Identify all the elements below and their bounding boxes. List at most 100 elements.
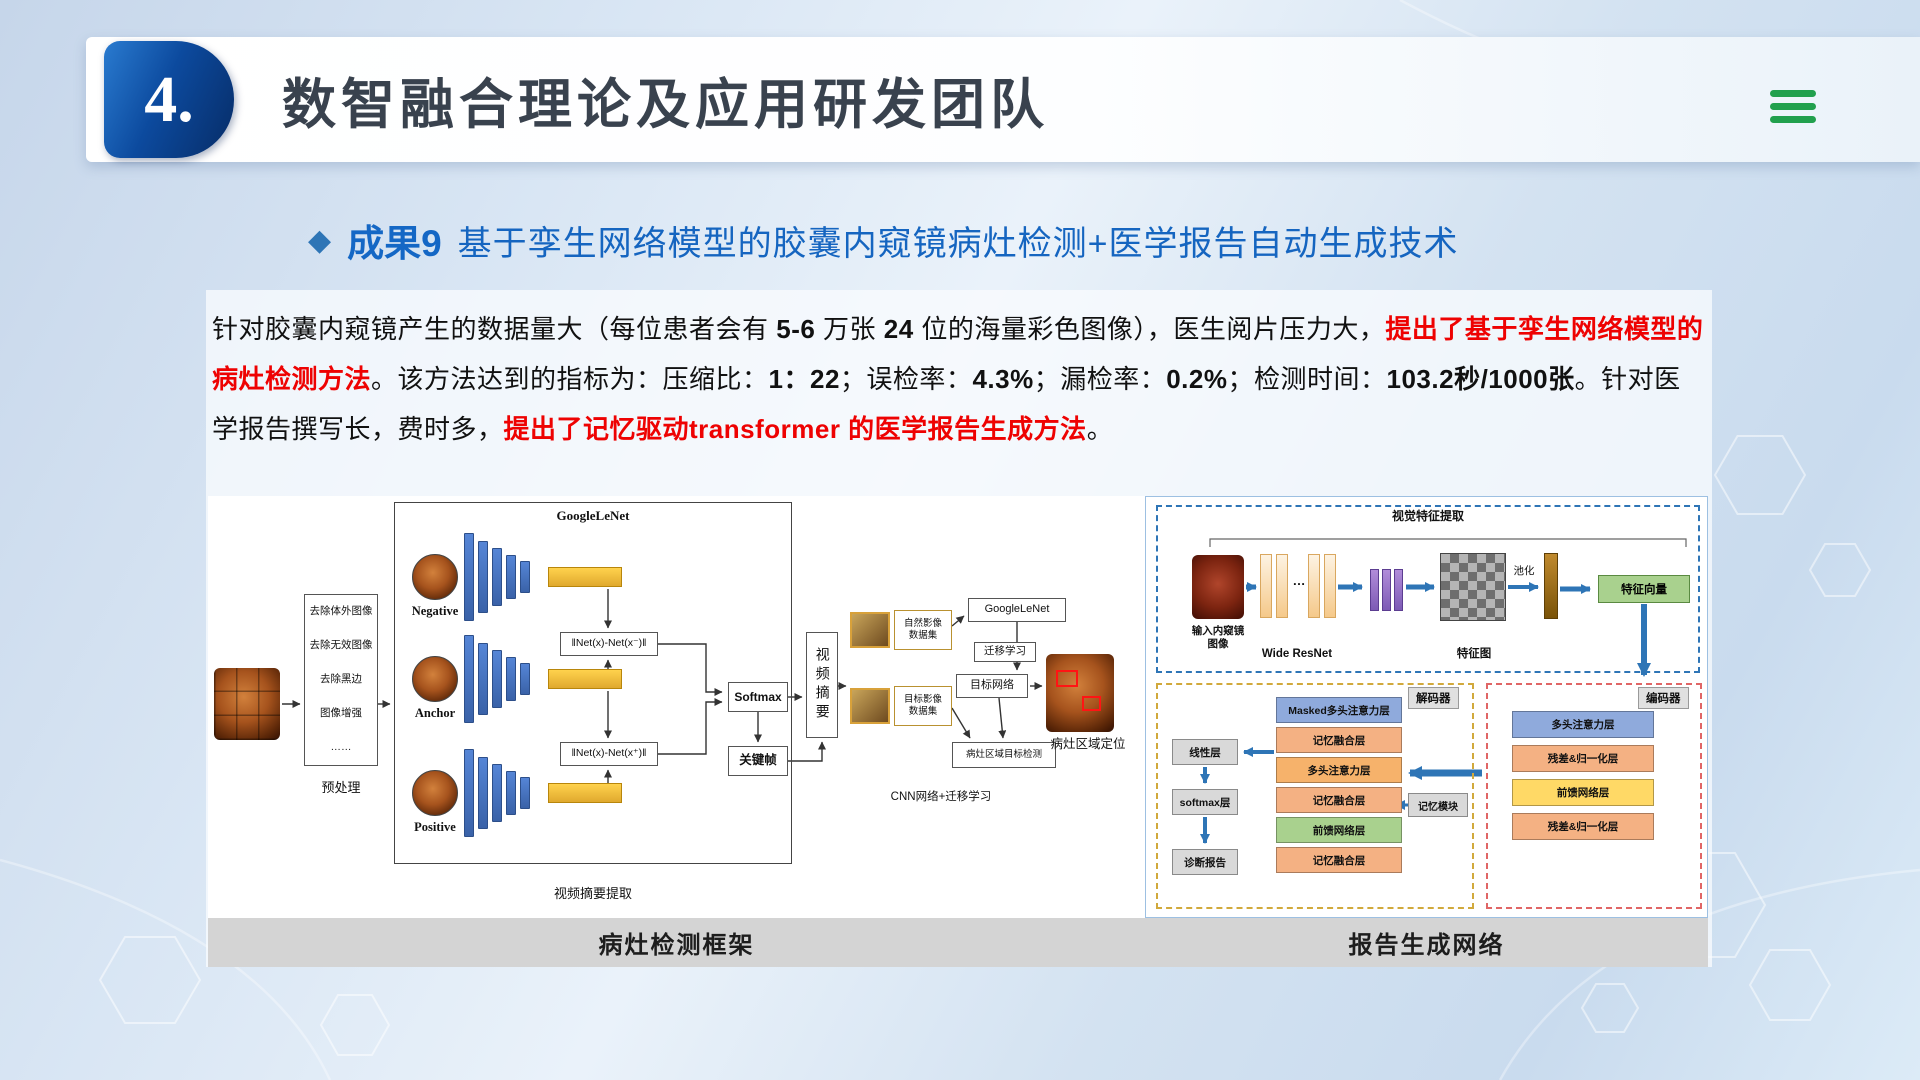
transfer-googlenet-box: GoogleLeNet — [968, 598, 1066, 622]
paragraph-segment: 万张 — [815, 314, 884, 344]
cnn-layer-bar — [506, 657, 516, 701]
paragraph-segment: 103.2秒/1000张 — [1386, 364, 1575, 394]
report-generation-diagram: 视觉特征提取 输入内窥镜 图像 … Wide ResNet 特征图 池化 特征向… — [1145, 496, 1708, 918]
subtitle-text: 基于孪生网络模型的胶囊内窥镜病灶检测+医学报告自动生成技术 — [457, 224, 1459, 263]
cnn-layer-bar — [478, 757, 488, 829]
target-dataset-box: 目标影像 数据集 — [894, 686, 952, 726]
hamburger-menu-icon[interactable] — [1770, 90, 1816, 123]
video-summary-caption: 视频摘要提取 — [553, 886, 632, 901]
encoder-box — [1486, 683, 1702, 909]
paragraph-segment: 1：22 — [768, 364, 840, 394]
natural-image-thumbnail — [850, 612, 890, 648]
decoder-layer: 记忆融合层 — [1276, 727, 1402, 753]
left-figure-caption: 病灶检测框架 — [208, 918, 1145, 967]
cnn-layer-bar — [478, 541, 488, 613]
visual-feature-extraction-box — [1156, 505, 1700, 673]
paragraph-segment: 24 — [883, 314, 914, 344]
feature-layer-slab — [1370, 569, 1379, 611]
menu-bar — [1770, 116, 1816, 123]
keyframe-box: 关键帧 — [728, 746, 788, 776]
preprocess-step: …… — [330, 741, 352, 754]
embedding-vector-box — [548, 567, 622, 587]
softmax-box: Softmax — [728, 682, 788, 712]
encoder-layer: 残差&归一化层 — [1512, 813, 1654, 840]
transfer-learning-box: 迁移学习 — [974, 642, 1036, 662]
paragraph-segment: 0.2% — [1166, 364, 1228, 394]
anchor-label: Anchor — [414, 706, 456, 720]
resnet-layer-slab — [1260, 554, 1272, 618]
paragraph-segment: 。 — [1086, 414, 1114, 444]
preprocess-step: 图像增强 — [320, 707, 362, 720]
lesion-bounding-box — [1056, 670, 1078, 687]
diamond-bullet-icon: ◆ — [308, 223, 332, 257]
lesion-localization-label: 病灶区域定位 — [1050, 737, 1126, 751]
input-endoscopy-image — [214, 668, 280, 740]
resnet-layer-slab — [1276, 554, 1288, 618]
wide-resnet-label: Wide ResNet — [1261, 648, 1333, 660]
achievement-subtitle-row: ◆ 成果9 基于孪生网络模型的胶囊内窥镜病灶检测+医学报告自动生成技术 — [308, 214, 1459, 266]
decoder-layer: 多头注意力层 — [1276, 757, 1402, 783]
googlenet-label: GoogleLeNet — [556, 508, 630, 523]
resnet-layer-slab — [1324, 554, 1336, 618]
preprocess-label: 预处理 — [321, 780, 361, 795]
paragraph-segment: 针对胶囊内窥镜产生的数据量大（每位患者会有 — [212, 314, 777, 344]
preprocess-step: 去除无效图像 — [309, 639, 373, 652]
distance-neg-box: ‖Net(x)-Net(x⁻)‖ — [560, 632, 658, 656]
page-title: 数智融合理论及应用研发团队 — [282, 75, 1049, 135]
description-paragraph: 针对胶囊内窥镜产生的数据量大（每位患者会有 5-6 万张 24 位的海量彩色图像… — [212, 304, 1706, 454]
softmax-layer-box: softmax层 — [1172, 789, 1238, 815]
linear-layer-box: 线性层 — [1172, 739, 1238, 765]
decoder-box — [1156, 683, 1474, 909]
visual-feature-label: 视觉特征提取 — [1391, 509, 1464, 523]
cnn-layer-bar — [478, 643, 488, 715]
ellipsis-dots: … — [1292, 573, 1306, 588]
paragraph-segment: 。针对医学报告撰写长，费时多， — [212, 364, 1681, 444]
cnn-layer-bar — [492, 650, 502, 708]
cnn-layer-bar — [492, 548, 502, 606]
video-summary-box: 视频摘要 — [806, 632, 838, 738]
decoder-layer: Masked多头注意力层 — [1276, 697, 1402, 723]
resnet-layer-slab — [1308, 554, 1320, 618]
target-image-thumbnail — [850, 688, 890, 724]
siamese-network-box — [394, 502, 792, 864]
natural-dataset-box: 自然影像 数据集 — [894, 610, 952, 650]
feature-vector-box: 特征向量 — [1598, 575, 1690, 603]
positive-label: Positive — [414, 820, 456, 834]
feature-layer-slab — [1394, 569, 1403, 611]
cnn-layer-bar — [492, 764, 502, 822]
paragraph-segment: ；检测时间： — [1227, 364, 1387, 394]
report-generation-figure: 视觉特征提取 输入内窥镜 图像 … Wide ResNet 特征图 池化 特征向… — [1145, 496, 1708, 967]
lesion-detection-diagram: 去除体外图像 去除无效图像 去除黑边 图像增强 …… 预处理 GoogleLeN… — [208, 496, 1145, 918]
pooled-feature-bar — [1544, 553, 1558, 619]
lesion-bounding-box — [1082, 696, 1101, 711]
section-number: 4. — [144, 62, 194, 136]
embedding-vector-box — [548, 669, 622, 689]
positive-sample-image — [412, 770, 458, 816]
cnn-layer-bar — [506, 771, 516, 815]
pooling-label: 池化 — [1513, 565, 1535, 577]
distance-pos-box: ‖Net(x)-Net(x⁺)‖ — [560, 742, 658, 766]
feature-map-label: 特征图 — [1456, 648, 1492, 660]
target-network-box: 目标网络 — [956, 674, 1028, 698]
embedding-vector-box — [548, 783, 622, 803]
paragraph-segment: 4.3% — [972, 364, 1034, 394]
lesion-detection-figure: 去除体外图像 去除无效图像 去除黑边 图像增强 …… 预处理 GoogleLeN… — [208, 496, 1145, 967]
transfer-caption: CNN网络+迁移学习 — [890, 791, 992, 803]
preprocess-box: 去除体外图像 去除无效图像 去除黑边 图像增强 …… — [304, 594, 378, 766]
encoder-label: 编码器 — [1638, 687, 1689, 709]
cnn-layer-bar — [464, 635, 474, 723]
paragraph-segment: 。该方法达到的指标为：压缩比： — [371, 364, 769, 394]
right-figure-caption: 报告生成网络 — [1145, 918, 1708, 967]
input-endoscope-label: 输入内窥镜 图像 — [1191, 625, 1245, 651]
feature-map-image — [1440, 553, 1506, 621]
negative-label: Negative — [411, 604, 459, 618]
cnn-layer-bar — [520, 777, 530, 809]
lesion-target-detect-box: 病灶区域目标检测 — [952, 742, 1056, 768]
feature-layer-slab — [1382, 569, 1391, 611]
memory-module-box: 记忆模块 — [1408, 793, 1468, 817]
paragraph-highlight: 提出了基于孪生网络模型的病灶检测方法 — [212, 314, 1704, 394]
paragraph-segment: 位的海量彩色图像），医生阅片压力大， — [913, 314, 1386, 344]
menu-bar — [1770, 103, 1816, 110]
cnn-layer-bar — [520, 561, 530, 593]
